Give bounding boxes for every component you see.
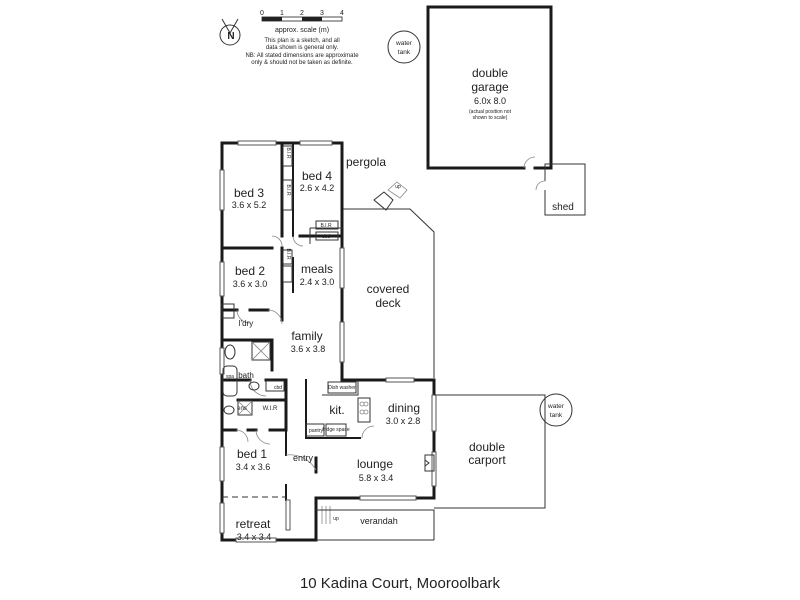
room-name-ensuite: ens xyxy=(237,406,247,412)
water-tank-side: water tank xyxy=(539,393,573,427)
compass-icon: N xyxy=(219,18,241,46)
room-dim-bed1: 3.4 x 3.6 xyxy=(236,462,271,472)
scale-tick-0: 0 xyxy=(260,10,264,17)
scale-tick-1: 1 xyxy=(280,10,284,17)
fixtures: up xyxy=(221,145,435,524)
shower-icon xyxy=(251,341,271,361)
room-name-retreat: retreat xyxy=(236,517,271,531)
bir-label-c: B.I.R xyxy=(285,248,291,260)
scale-tick-3: 3 xyxy=(320,10,324,17)
room-name-laundry: l'dry xyxy=(239,319,253,328)
scale-tick-4: 4 xyxy=(340,10,344,17)
room-dim-bed2: 3.6 x 3.0 xyxy=(233,279,268,289)
room-name-bed2: bed 2 xyxy=(235,264,265,278)
room-dim-retreat: 3.4 x 3.4 xyxy=(237,532,272,542)
pergola: pergola up xyxy=(346,155,408,211)
room-name-wir: W.I.R xyxy=(263,406,278,412)
dishwasher-label: Dish washer xyxy=(328,385,356,391)
double-garage: double garage 6.0x 8.0 (actual position … xyxy=(426,5,553,170)
scale-bar: 0 1 2 3 4 approx. scale (m) This plan is… xyxy=(245,10,359,66)
carport-name-line-2: carport xyxy=(468,453,506,467)
room-dim-bed4: 2.6 x 4.2 xyxy=(300,183,335,193)
spa-bath-icon xyxy=(222,365,238,397)
shed-label: shed xyxy=(552,202,574,213)
room-dim-meals: 2.4 x 3.0 xyxy=(300,277,335,287)
room-name-bath: bath xyxy=(238,371,254,380)
windows xyxy=(219,140,437,543)
room-name-bed4: bed 4 xyxy=(302,169,332,183)
room-name-lounge: lounge xyxy=(357,457,393,471)
room-dim-bed3: 3.6 x 5.2 xyxy=(232,200,267,210)
pergola-label: pergola xyxy=(346,155,386,169)
scale-tick-2: 2 xyxy=(300,10,304,17)
water-tank-top: water tank xyxy=(387,30,421,64)
disclaimer-line-4: only & should not be taken as definite. xyxy=(251,60,353,66)
garage-note-line-1: (actual position not xyxy=(469,109,512,115)
cbd-label-bath: cbd xyxy=(274,385,282,391)
toilet-icon xyxy=(224,344,236,360)
garage-name-line-1: double xyxy=(472,66,508,80)
garage-dimensions: 6.0x 8.0 xyxy=(474,96,506,106)
up-label-rear: up xyxy=(395,184,401,190)
deck-name-line-2: deck xyxy=(375,296,401,310)
water-tank-side-line-1: water xyxy=(547,403,565,410)
water-tank-top-line-1: water xyxy=(395,40,413,47)
water-tank-side-line-2: tank xyxy=(550,412,563,419)
garage-name-line-2: garage xyxy=(471,80,509,94)
double-carport xyxy=(434,394,546,509)
door-swings xyxy=(235,235,375,471)
room-name-bed3: bed 3 xyxy=(234,186,264,200)
deck-name-line-1: covered xyxy=(367,282,410,296)
bir-label-a: B.I.R xyxy=(285,147,291,159)
room-name-meals: meals xyxy=(301,262,333,276)
disclaimer-line-3: NB: All stated dimensions are approximat… xyxy=(245,53,359,59)
carport-name-line-1: double xyxy=(469,440,505,454)
disclaimer-line-1: This plan is a sketch, and all xyxy=(264,38,339,44)
compass-label: N xyxy=(227,31,234,42)
room-name-kitchen: kit. xyxy=(329,403,344,417)
room-name-family: family xyxy=(291,329,322,343)
ensuite-shower-icon xyxy=(237,400,253,416)
pantry-label: pantry xyxy=(309,428,323,434)
basin-icon xyxy=(248,381,260,391)
bir-label-b: B.I.R xyxy=(285,184,291,196)
shed: shed xyxy=(535,163,586,216)
spa-label: spa xyxy=(226,374,234,380)
ensuite-toilet-icon xyxy=(223,405,235,415)
covered-deck: covered deck xyxy=(343,208,435,378)
cbd-label-bed4: cbd xyxy=(322,234,330,240)
room-name-verandah: verandah xyxy=(360,516,398,526)
water-tank-top-line-2: tank xyxy=(398,49,411,56)
up-label-front: up xyxy=(333,516,339,522)
verandah xyxy=(316,509,435,541)
scale-label: approx. scale (m) xyxy=(275,27,329,34)
disclaimer-line-2: data shown is general only. xyxy=(266,45,339,51)
room-dim-lounge: 5.8 x 3.4 xyxy=(359,473,394,483)
garage-note-line-2: shown to scale) xyxy=(473,115,508,121)
room-name-bed1: bed 1 xyxy=(237,447,267,461)
bir-label-d: B.I.R xyxy=(320,223,332,229)
plan-title: 10 Kadina Court, Mooroolbark xyxy=(300,575,501,592)
room-name-entry: entry xyxy=(293,453,314,463)
room-name-dining: dining xyxy=(388,401,420,415)
fridge-space-label: fridge space xyxy=(322,427,349,433)
fireplace-icon xyxy=(424,454,435,472)
laundry-trough-icon xyxy=(221,303,235,319)
room-dim-dining: 3.0 x 2.8 xyxy=(386,416,421,426)
room-dim-family: 3.6 x 3.8 xyxy=(291,344,326,354)
